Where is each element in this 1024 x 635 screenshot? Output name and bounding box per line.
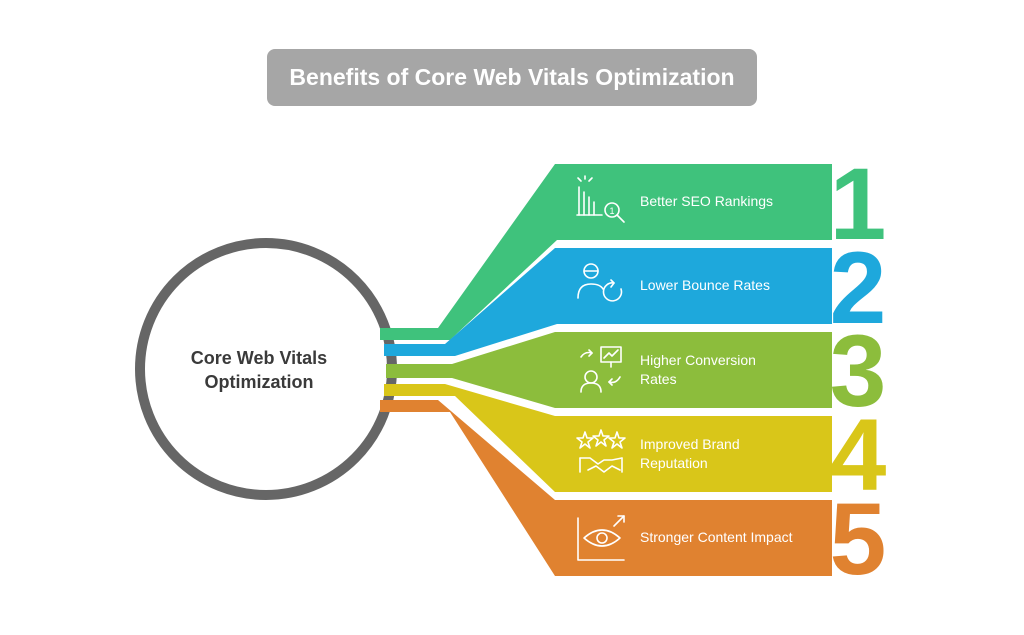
benefit-2: 2 Lower Bounce Rates xyxy=(384,231,886,356)
benefit-3-label-line1: Higher Conversion xyxy=(640,352,756,368)
benefit-1-label: Better SEO Rankings xyxy=(640,193,773,209)
center-label-line2: Optimization xyxy=(205,372,314,392)
benefit-3: 3 Higher Conversion Rates xyxy=(386,314,886,428)
title-banner: Benefits of Core Web Vitals Optimization xyxy=(267,49,757,106)
center-circle xyxy=(135,238,397,500)
benefit-1: 1 1 Better SEO Rankings xyxy=(380,147,886,340)
eye-growth-icon xyxy=(577,515,625,561)
center-label-line1: Core Web Vitals xyxy=(191,348,327,368)
benefit-5: 5 Stronger Content Impact xyxy=(380,400,886,596)
benefit-1-number: 1 xyxy=(830,147,887,261)
stars-handshake-icon xyxy=(576,429,626,473)
svg-text:1: 1 xyxy=(609,206,614,216)
bounce-user-icon xyxy=(577,263,623,302)
benefit-2-label: Lower Bounce Rates xyxy=(640,277,770,293)
conversion-icon xyxy=(580,346,622,393)
benefit-4-number: 4 xyxy=(830,398,887,512)
benefit-5-number: 5 xyxy=(830,482,887,596)
benefit-4-label-line1: Improved Brand xyxy=(640,436,740,452)
benefit-4: 4 Improved Brand Reputation xyxy=(384,384,887,512)
benefit-2-number: 2 xyxy=(830,231,887,345)
benefit-3-label-line2: Rates xyxy=(640,371,677,387)
benefit-5-label: Stronger Content Impact xyxy=(640,529,793,545)
benefit-3-number: 3 xyxy=(830,314,887,428)
seo-rankings-icon: 1 xyxy=(576,175,625,223)
page-title: Benefits of Core Web Vitals Optimization xyxy=(289,64,735,90)
benefit-4-label-line2: Reputation xyxy=(640,455,708,471)
